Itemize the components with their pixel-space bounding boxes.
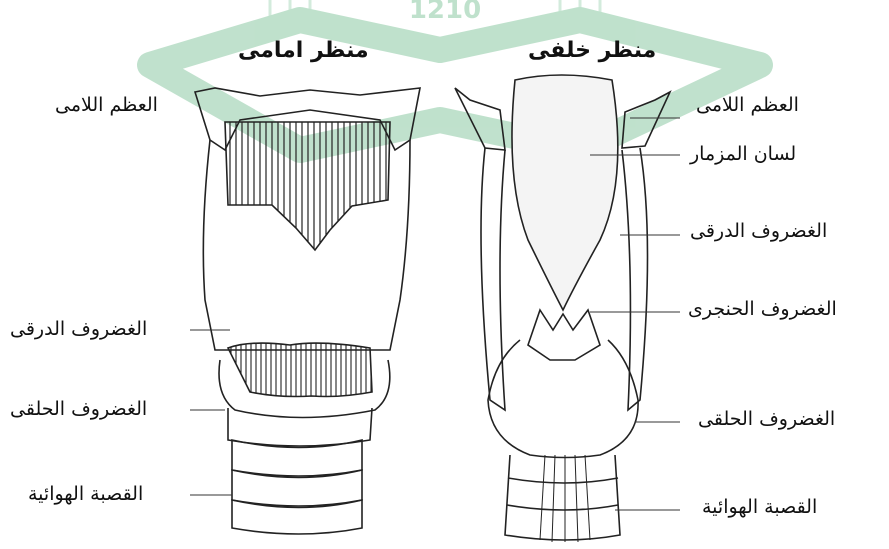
back-trachea-ring-2 [507, 505, 618, 510]
back-trachea-ring-1 [508, 478, 618, 483]
back-trachea-muscle [540, 455, 590, 542]
front-label-thyroid: الغضروف الدرقى [10, 320, 147, 339]
back-label-trachea: القصبة الهوائية [702, 498, 817, 517]
back-epiglottis [512, 75, 618, 310]
front-label-trachea: القصبة الهوائية [28, 485, 143, 504]
back-view-title: منظر خلفى [528, 40, 656, 62]
front-view-larynx [195, 88, 420, 534]
back-label-epiglottis: لسان المزمار [690, 145, 796, 164]
back-label-hyoid: العظم اللامى [696, 96, 799, 115]
back-thyroid-lamina-right [622, 148, 648, 410]
front-view-title: منظر امامى [238, 40, 369, 62]
front-trachea-ring-3 [232, 500, 362, 534]
front-thyrohyoid-membrane [225, 122, 390, 250]
back-label-thyroid: الغضروف الدرقى [690, 222, 827, 241]
back-label-arytenoid: الغضروف الحنجرى [688, 300, 837, 319]
front-label-cricoid: الغضروف الحلقى [10, 400, 147, 419]
back-arytenoid-cartilage [528, 310, 600, 360]
watermark-text: 1210 [409, 0, 481, 25]
front-label-hyoid: العظم اللامى [55, 96, 158, 115]
back-cricoid-cartilage [488, 340, 638, 458]
back-trachea [505, 455, 620, 540]
back-thyroid-lamina-left [481, 148, 505, 410]
back-view-larynx [455, 75, 670, 542]
front-cricothyroid-membrane [228, 343, 372, 396]
back-label-cricoid: الغضروف الحلقى [698, 410, 835, 429]
